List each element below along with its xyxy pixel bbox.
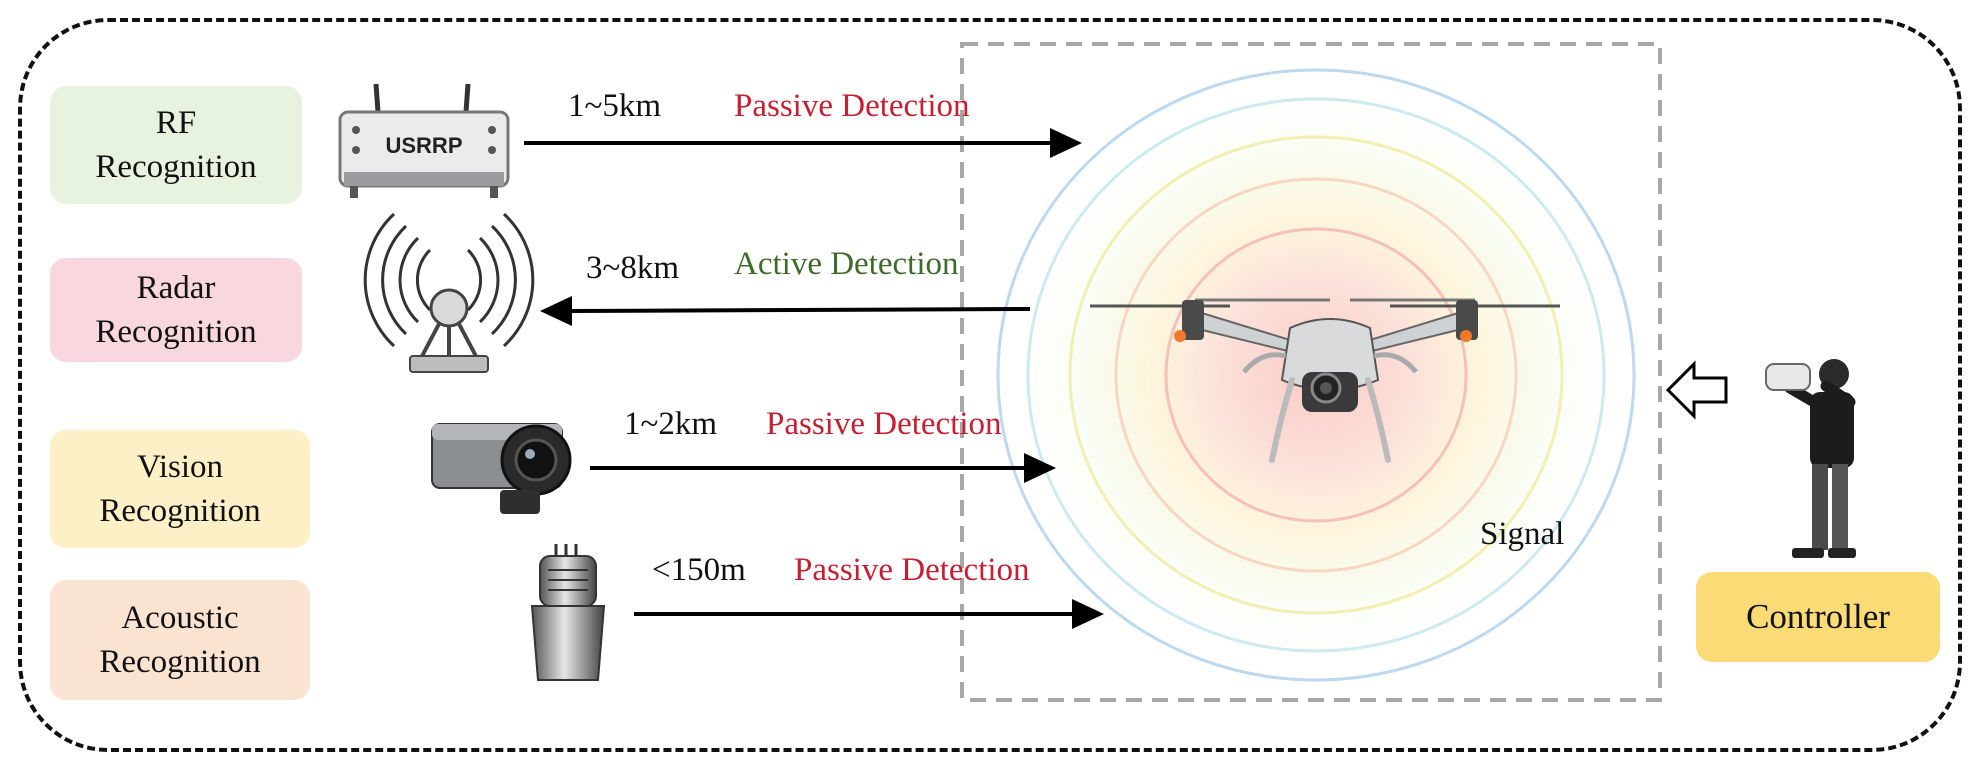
- outer-dashed-frame: [18, 18, 1962, 752]
- radar-arrow: [540, 296, 1031, 326]
- rf-range-label: 1~5km: [568, 88, 662, 124]
- usrp-label: USRRP: [385, 133, 462, 158]
- controller-person-icon: [1765, 359, 1856, 558]
- microphone-icon: [530, 544, 606, 681]
- control-signal-arrow: [1665, 360, 1728, 420]
- acoustic-recognition-line2: Recognition: [99, 644, 261, 680]
- vision-detection-type: Passive Detection: [766, 406, 1002, 442]
- acoustic-arrow: [634, 599, 1104, 629]
- radar-icon: [363, 212, 535, 373]
- acoustic-detection-type: Passive Detection: [794, 552, 1030, 588]
- rf-recognition-line2: Recognition: [95, 149, 257, 185]
- rf-recognition-box: RF Recognition: [50, 86, 302, 204]
- radar-detection-type: Active Detection: [734, 246, 959, 282]
- rf-arrow: [524, 128, 1082, 158]
- acoustic-recognition-line1: Acoustic: [121, 600, 239, 636]
- camera-icon: [431, 423, 572, 514]
- vision-recognition-line2: Recognition: [99, 493, 261, 529]
- drone-icon: [1090, 298, 1560, 463]
- vision-arrow: [590, 453, 1056, 483]
- radar-recognition-line1: Radar: [136, 270, 216, 306]
- controller-label: Controller: [1746, 597, 1890, 636]
- rf-detection-type: Passive Detection: [734, 88, 970, 124]
- rf-recognition-line1: RF: [155, 105, 197, 141]
- vision-recognition-line1: Vision: [136, 449, 224, 485]
- radar-range-label: 3~8km: [586, 250, 680, 286]
- controller-box: Controller: [1696, 572, 1940, 662]
- usrp-device-icon: USRRP: [338, 83, 510, 198]
- acoustic-range-label: <150m: [652, 552, 746, 588]
- radar-recognition-line2: Recognition: [95, 314, 257, 350]
- signal-label: Signal: [1480, 516, 1565, 552]
- vision-range-label: 1~2km: [624, 406, 718, 442]
- detection-area-box: [960, 42, 1662, 702]
